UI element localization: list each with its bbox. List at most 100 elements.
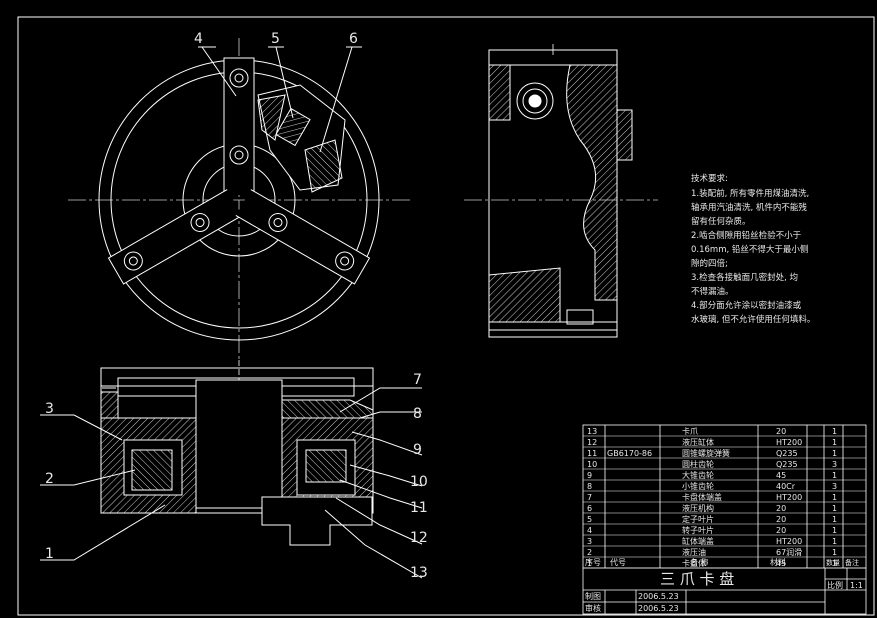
jaw-left xyxy=(107,189,243,285)
bom-cell-name: 定子叶片 xyxy=(682,514,714,524)
tech-note-line: 轴承用汽油清洗, 机件内不能残 xyxy=(691,202,807,213)
tech-note-line: 1.装配前, 所有零件用煤油清洗, xyxy=(691,188,809,199)
bom-cell-count: 1 xyxy=(832,559,837,568)
jaw-right xyxy=(235,189,371,285)
bom-cell-name: 液压机构 xyxy=(682,503,714,513)
bom-cell-material: 20 xyxy=(776,504,786,513)
jaw-top xyxy=(223,57,255,195)
bom-cell-material: HT200 xyxy=(776,493,802,502)
bom-cell-name: 缸体端盖 xyxy=(682,536,714,546)
tech-note-line: 留有任何杂质。 xyxy=(691,216,751,227)
bom-cell-count: 3 xyxy=(832,482,837,491)
callout-8: 8 xyxy=(413,406,422,422)
bom-cell-no: 5 xyxy=(587,515,592,524)
bom-cell-name: 圆柱齿轮 xyxy=(682,459,714,469)
bom-cell-name: 大锥齿轮 xyxy=(682,470,714,480)
tech-note-line: 3.检查各接触面几密封处, 均 xyxy=(691,272,798,283)
bom-cell-name: 卡爪 xyxy=(682,426,698,436)
bom-cell-no: 11 xyxy=(587,449,597,458)
bom-cell-material: 40Cr xyxy=(776,482,796,491)
callout-13: 13 xyxy=(410,565,428,581)
bom-cell-code: GB6170-86 xyxy=(607,449,652,458)
tech-notes: 技术要求: 1.装配前, 所有零件用煤油清洗, 轴承用汽油清洗, 机件内不能残 … xyxy=(691,173,815,325)
bom-cell-no: 12 xyxy=(587,438,597,447)
bom-cell-count: 1 xyxy=(832,493,837,502)
bom-cell-count: 1 xyxy=(832,515,837,524)
bom-cell-material: 20 xyxy=(776,515,786,524)
callout-11: 11 xyxy=(410,500,428,516)
bom-cell-no: 13 xyxy=(587,427,597,436)
bom-cell-count: 1 xyxy=(832,504,837,513)
side-view xyxy=(464,44,658,338)
bom-cell-no: 10 xyxy=(587,460,597,469)
bom-cell-no: 7 xyxy=(587,493,592,502)
bom-cell-name: 液压油 xyxy=(682,547,706,557)
tech-note-line: 水玻璃, 但不允许使用任何填料。 xyxy=(691,314,815,325)
bom-header-code: 代号 xyxy=(610,557,626,567)
callout-12: 12 xyxy=(410,530,428,546)
bom-cell-material: 20 xyxy=(776,427,786,436)
bom-header-name: 名 称 xyxy=(690,557,709,567)
bom-cell-material: HT200 xyxy=(776,438,802,447)
bom-cell-count: 1 xyxy=(832,427,837,436)
drawn-label: 制图 xyxy=(585,591,601,601)
bom-cell-name: 卡盘体端盖 xyxy=(682,492,722,502)
callout-7: 7 xyxy=(413,372,422,388)
checked-label: 审核 xyxy=(585,603,601,613)
bom-cell-no: 1 xyxy=(587,559,592,568)
tech-note-line: 隙的四倍; xyxy=(691,258,728,269)
tech-note-line: 4.部分面允许涂以密封油漆或 xyxy=(691,300,802,311)
bom-header: 序号 代号 名 称 材料 数量 备注 xyxy=(585,557,859,567)
bom-cell-name: 圆锥螺旋弹簧 xyxy=(682,448,730,458)
scale-label: 比例 xyxy=(827,580,843,590)
bom-cell-material: Q235 xyxy=(776,449,798,458)
bom-cell-no: 9 xyxy=(587,471,592,480)
bom-cell-material: 45 xyxy=(776,559,786,568)
tech-note-line: 不得漏油。 xyxy=(691,286,734,297)
bom-cell-material: 45 xyxy=(776,471,786,480)
bom-cell-no: 4 xyxy=(587,526,592,535)
bom-cell-no: 8 xyxy=(587,482,592,491)
section-view xyxy=(40,360,423,579)
callout-10: 10 xyxy=(410,474,428,490)
bom-header-no: 序号 xyxy=(585,557,601,567)
callout-1: 1 xyxy=(45,546,54,562)
bom-cell-count: 1 xyxy=(832,537,837,546)
bom-cell-material: 20 xyxy=(776,526,786,535)
callout-6: 6 xyxy=(349,31,358,47)
bom-cell-name: 卡盘体 xyxy=(682,558,706,568)
bom-cell-count: 1 xyxy=(832,526,837,535)
bom-cell-material: Q235 xyxy=(776,460,798,469)
bom-cell-name: 小锥齿轮 xyxy=(682,481,714,491)
bom-cell-count: 1 xyxy=(832,438,837,447)
bom-cell-count: 1 xyxy=(832,548,837,557)
drawing-title: 三 爪 卡 盘 xyxy=(660,570,734,588)
bom-cell-no: 3 xyxy=(587,537,592,546)
bom-cell-count: 3 xyxy=(832,460,837,469)
checked-date: 2006.5.23 xyxy=(638,604,679,613)
callout-5: 5 xyxy=(271,31,280,47)
bom-header-qty: 数量 xyxy=(826,558,840,567)
bom-cell-count: 1 xyxy=(832,449,837,458)
drawn-date: 2006.5.23 xyxy=(638,592,679,601)
tech-note-line: 2.啮合侧隙用铅丝检验不小于 xyxy=(691,230,802,241)
callout-4: 4 xyxy=(194,31,203,47)
front-view xyxy=(68,38,412,362)
tech-note-line: 技术要求: xyxy=(691,173,728,184)
callout-2: 2 xyxy=(45,471,54,487)
tech-note-line: 0.16mm, 铅丝不得大于最小侧 xyxy=(691,244,808,255)
bom-cell-no: 6 xyxy=(587,504,592,513)
callout-3: 3 xyxy=(45,401,54,417)
bom-cell-name: 转子叶片 xyxy=(682,525,714,535)
bom-cell-material: 67润滑 xyxy=(776,547,802,557)
bom-cell-name: 液压缸体 xyxy=(682,437,714,447)
bom-header-material: 材料 xyxy=(770,557,786,567)
bom-cell-count: 1 xyxy=(832,471,837,480)
drawing-frame xyxy=(17,16,875,616)
scale-value: 1:1 xyxy=(850,581,863,590)
bom-cell-no: 2 xyxy=(587,548,592,557)
bom-header-remark: 备注 xyxy=(845,558,859,567)
callout-9: 9 xyxy=(413,442,422,458)
